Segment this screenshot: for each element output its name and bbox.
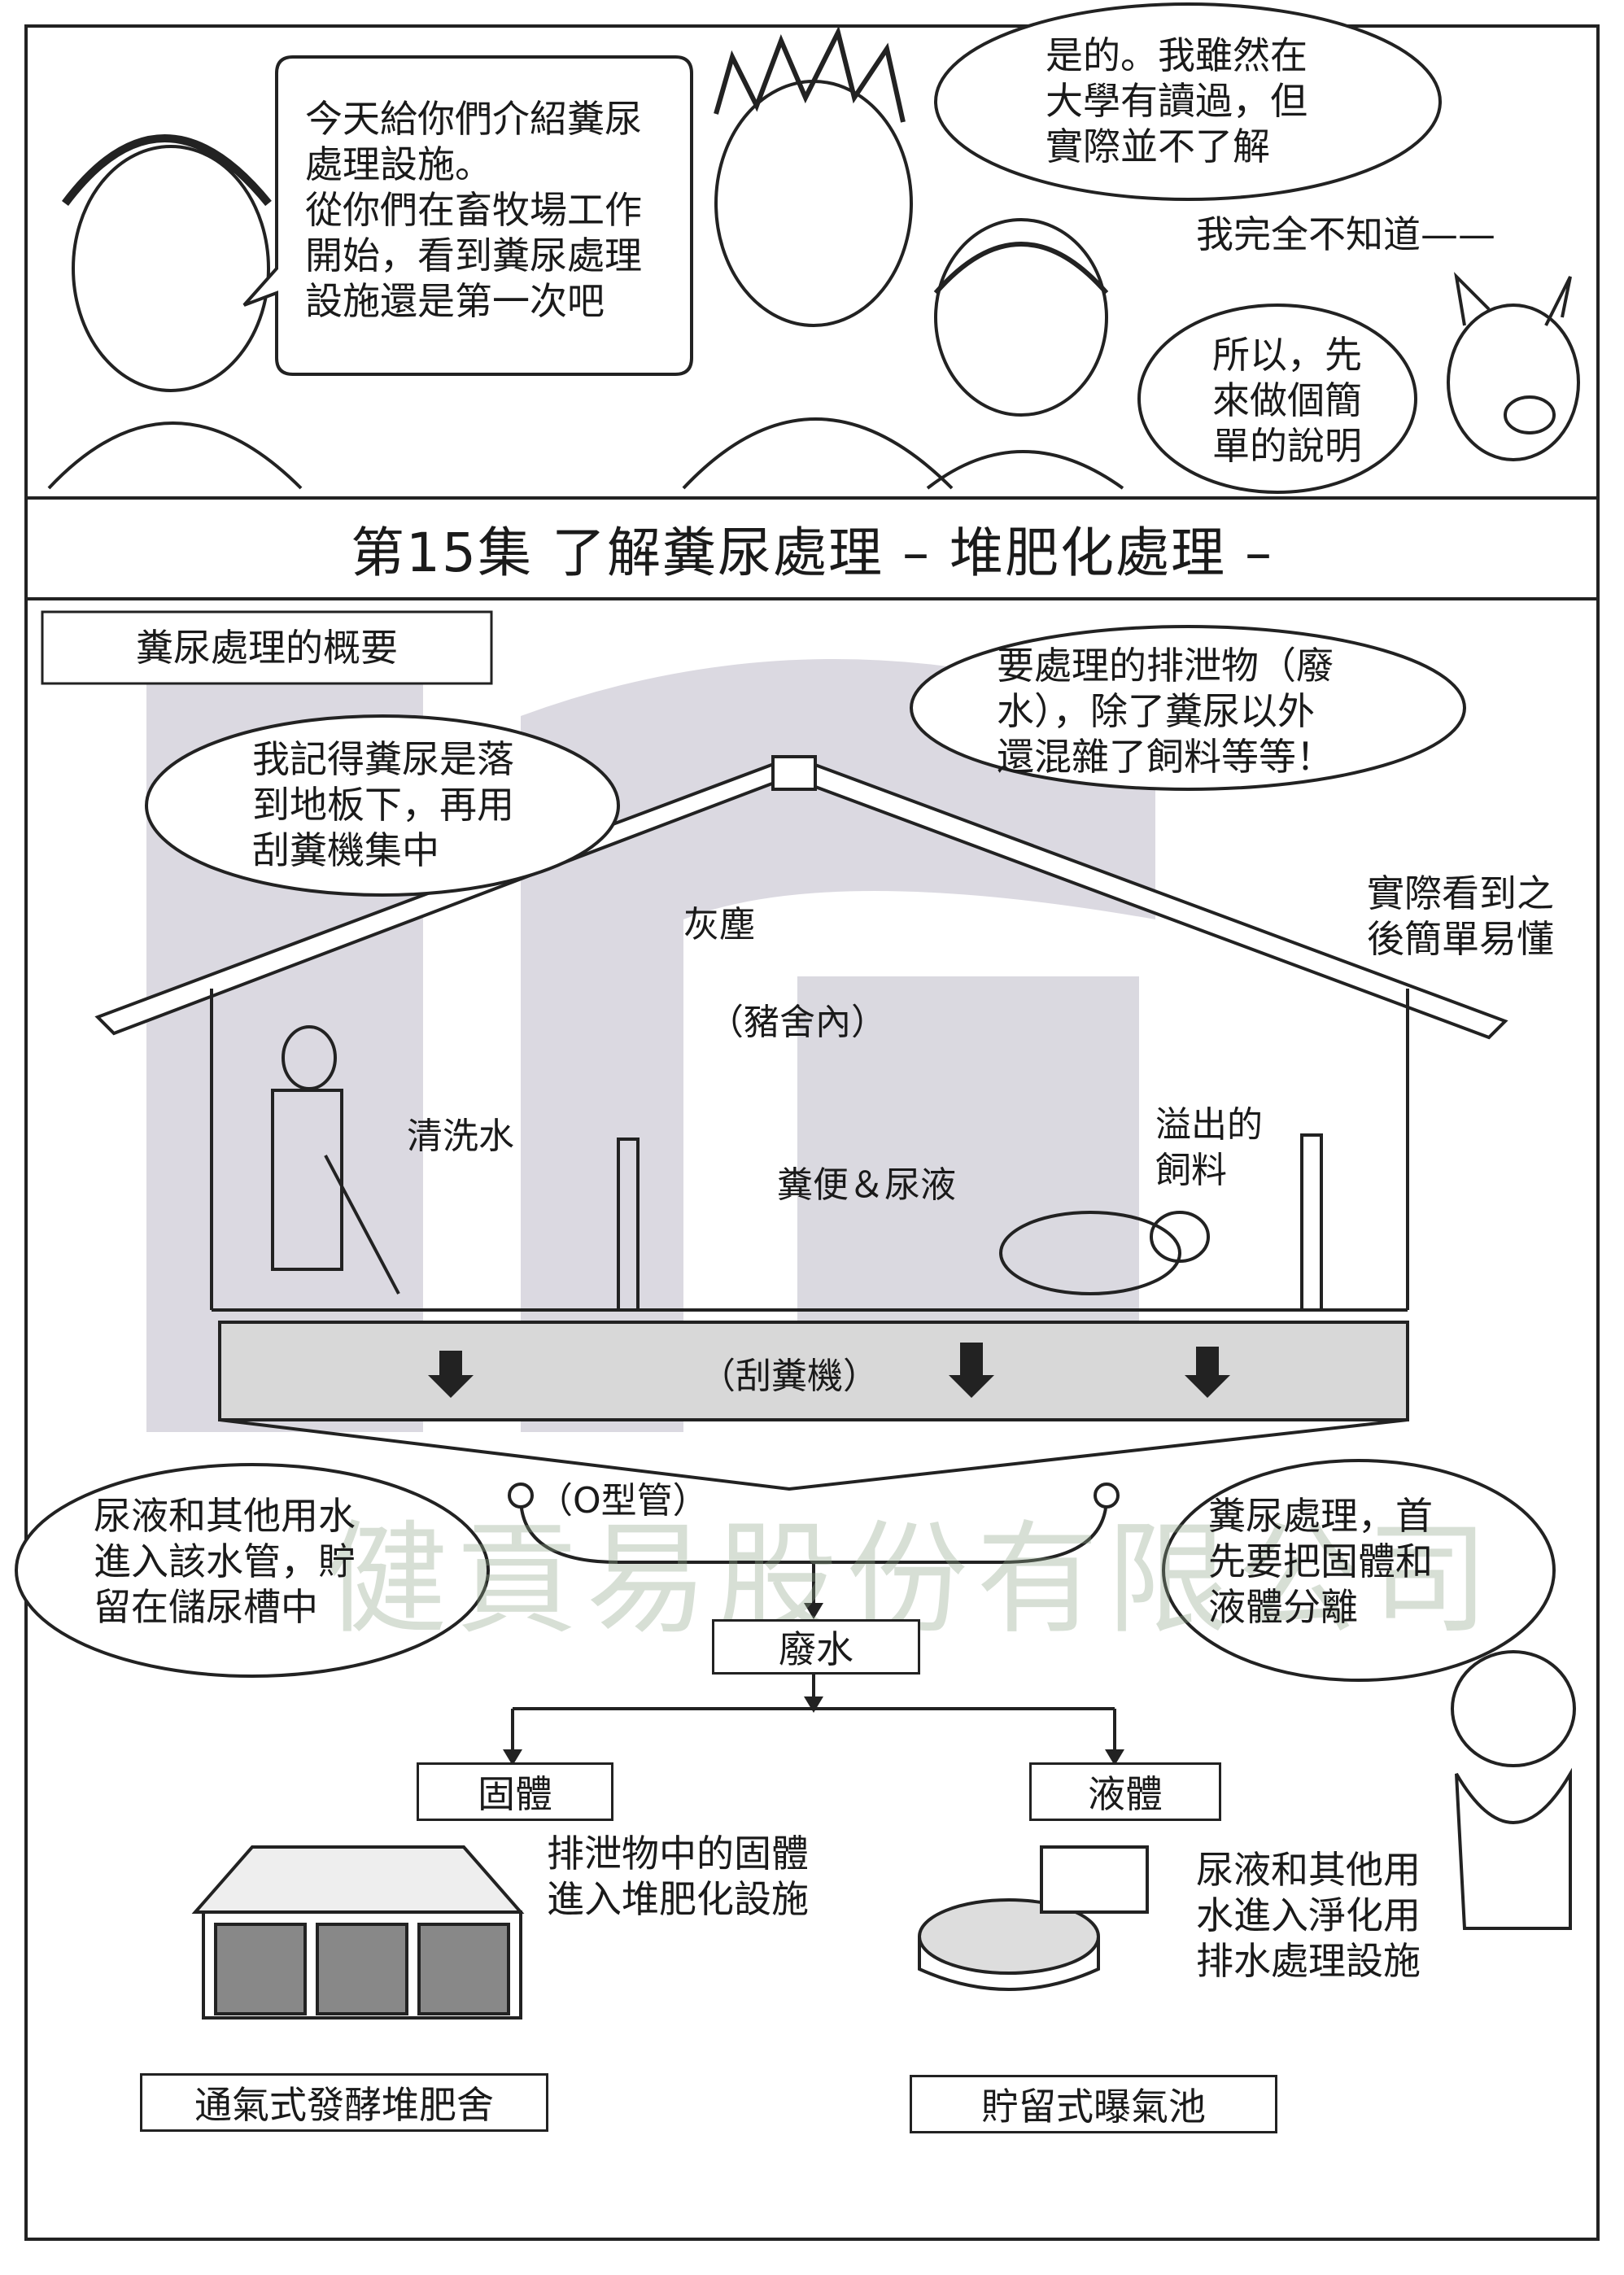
speech-girl: 我完全不知道—— [1196,212,1495,256]
pig-bottom [1451,1650,1576,1930]
box-solid: 固體 [417,1762,613,1821]
liquid-description: 尿液和其他用 水進入淨化用 排水處理設施 [1196,1848,1421,1983]
flow-arrowheads [503,1603,1124,1766]
lower-bubbles [15,625,1556,1682]
box-liquid: 液體 [1029,1762,1221,1821]
bubble-young-man-memory: 我記得糞尿是落 到地板下，再用 刮糞機集中 [252,737,514,872]
bubble-girl-note: 實際看到之 後簡單易懂 [1367,871,1554,961]
label-inside: （豬舍內） [708,1002,887,1043]
page-frame [24,24,1600,2241]
compost-barn [191,1845,525,2020]
label-feces-urine: 糞便＆尿液 [777,1164,956,1206]
speech-teacher: 今天給你們介紹糞尿 處理設施。 從你們在畜牧場工作 開始，看到糞尿處理 設施還是… [305,97,642,323]
label-wash-water: 清洗水 [407,1116,514,1157]
speech-young-man: 是的。我雖然在 大學有讀過，但 實際並不了解 [1046,33,1307,168]
top-bubbles [242,2,1442,494]
label-spilled-feed: 溢出的 飼料 [1155,1104,1263,1191]
bubble-girl-waste: 要處理的排泄物（廢 水），除了糞尿以外 還混雜了飼料等等！ [997,644,1334,779]
label-scraper: （刮糞機） [700,1356,879,1397]
section-label: 糞尿處理的概要 [136,626,398,670]
speech-pig: 所以，先 來做個簡 單的說明 [1212,333,1362,468]
solid-description: 排泄物中的固體 進入堆肥化設施 [547,1832,809,1921]
bubble-pig-separation: 糞尿處理，首 先要把固體和 液體分離 [1208,1494,1433,1629]
pit-arrows [428,1343,1230,1398]
bubble-urine-pipe: 尿液和其他用水 進入該水管，貯 留在儲尿槽中 [94,1494,356,1629]
section-label-box [41,610,493,685]
episode-title: 第15集 了解糞尿處理 – 堆肥化處理 – [351,522,1273,584]
label-dust: 灰塵 [683,904,755,945]
box-waste-water: 廢水 [712,1619,920,1675]
box-compost-facility: 通氣式發酵堆肥舍 [140,2073,548,2132]
flow-lines [511,1670,1116,1758]
box-aeration-facility: 貯留式曝氣池 [910,2075,1277,2133]
top-characters [47,25,1580,490]
label-pipe: （O型管） [537,1480,709,1522]
aeration-tank [918,1845,1149,1991]
